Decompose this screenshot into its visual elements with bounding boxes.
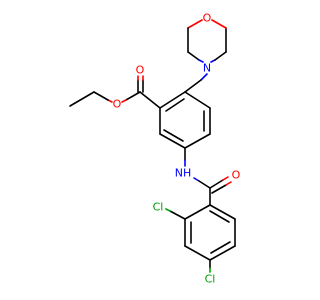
molecule-svg: O N O O NH O Cl Cl [69, 12, 241, 286]
bond [121, 99, 127, 103]
bond [211, 19, 227, 29]
bond [163, 129, 184, 142]
bond [222, 176, 229, 181]
bond [211, 184, 227, 194]
bond [184, 245, 211, 261]
ester-oxygen-label: O [113, 98, 122, 111]
bond [159, 91, 186, 109]
amide-nh-label: NH [175, 167, 192, 180]
bond [193, 177, 200, 182]
structure-diagram: O N O O NH O Cl Cl [69, 12, 241, 286]
bond [125, 91, 141, 101]
bond [184, 204, 211, 220]
bond [159, 133, 186, 149]
bond [187, 51, 200, 61]
bond [165, 98, 185, 112]
bond [225, 181, 232, 186]
bond [69, 91, 95, 107]
morpholine-ring [187, 19, 227, 63]
bond [200, 73, 208, 81]
bond [198, 59, 204, 63]
ethyl-ester [69, 75, 161, 109]
bond [139, 91, 161, 109]
amide-oxygen-label: O [232, 169, 241, 182]
bond [165, 208, 171, 212]
bond [210, 241, 231, 254]
bond [184, 91, 211, 109]
ortho-chlorine-label: Cl [153, 201, 164, 214]
para-chlorine-label: Cl [205, 273, 216, 286]
bond [209, 210, 230, 223]
amide-linkage [184, 147, 232, 206]
morpholine-nitrogen-label: N [203, 62, 211, 75]
bond [93, 91, 109, 101]
carbonyl-oxygen-label: O [136, 64, 145, 77]
bond [184, 79, 202, 93]
central-benzene-ring [159, 91, 211, 149]
bond [209, 179, 224, 189]
bond [169, 210, 186, 220]
dichlorophenyl-ring [184, 204, 236, 261]
bond [184, 133, 211, 149]
bond [209, 204, 236, 220]
morpholine-oxygen-label: O [203, 12, 212, 25]
bond [209, 245, 236, 261]
bond [198, 180, 211, 189]
bond [187, 19, 203, 29]
bond [214, 51, 227, 61]
